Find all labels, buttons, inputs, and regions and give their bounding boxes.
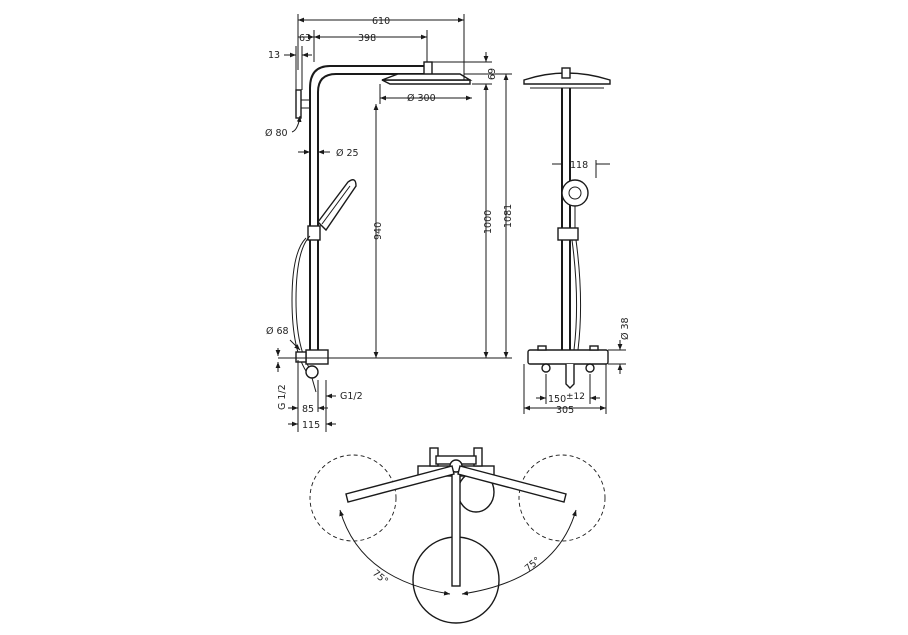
dim-1081: 1081 [503,204,514,228]
dim-305: 305 [556,405,574,416]
side-view: 610 63 398 13 69 Ø 300 Ø 80 Ø 25 940 100… [265,14,514,432]
riser-pipe [309,65,428,358]
top-view: 75° 75° [309,447,606,624]
dim-85: 85 [302,404,314,415]
angle-left: 75° [370,568,390,587]
dim-69: 69 [487,68,498,80]
thermostat-front [527,349,609,365]
dim-rose-diameter: Ø 80 [265,128,288,139]
angle-right: 75° [523,555,543,574]
dim-610: 610 [372,16,390,27]
dim-thread-left: G 1/2 [277,384,288,410]
hand-shower-front [561,179,589,207]
hand-shower [317,179,357,232]
rotation-circle-left [309,454,397,542]
front-view: 118 Ø 38 150 ±12 305 [523,67,631,416]
dim-pipe-diameter: Ø 25 [336,148,359,159]
rotation-circle-right [518,454,606,542]
thermostat-body [305,349,329,365]
dim-398: 398 [358,33,376,44]
dim-head-diameter: Ø 300 [407,93,436,104]
dim-13: 13 [268,50,280,61]
dim-940: 940 [373,222,384,240]
dim-body-diameter: Ø 68 [266,326,289,337]
dim-63: 63 [299,33,311,44]
arm-left [345,465,455,503]
slider-holder [307,225,321,241]
dim-tolerance: ±12 [566,392,585,402]
dim-body-38: Ø 38 [620,317,631,340]
arm-center [451,467,461,587]
dim-150: 150 [548,394,566,405]
dim-thread-right: G1/2 [340,391,363,402]
wall-rose [295,89,302,119]
arm-right [457,465,567,503]
dim-118: 118 [570,160,588,171]
dim-1000: 1000 [483,210,494,234]
dim-115: 115 [302,420,320,431]
